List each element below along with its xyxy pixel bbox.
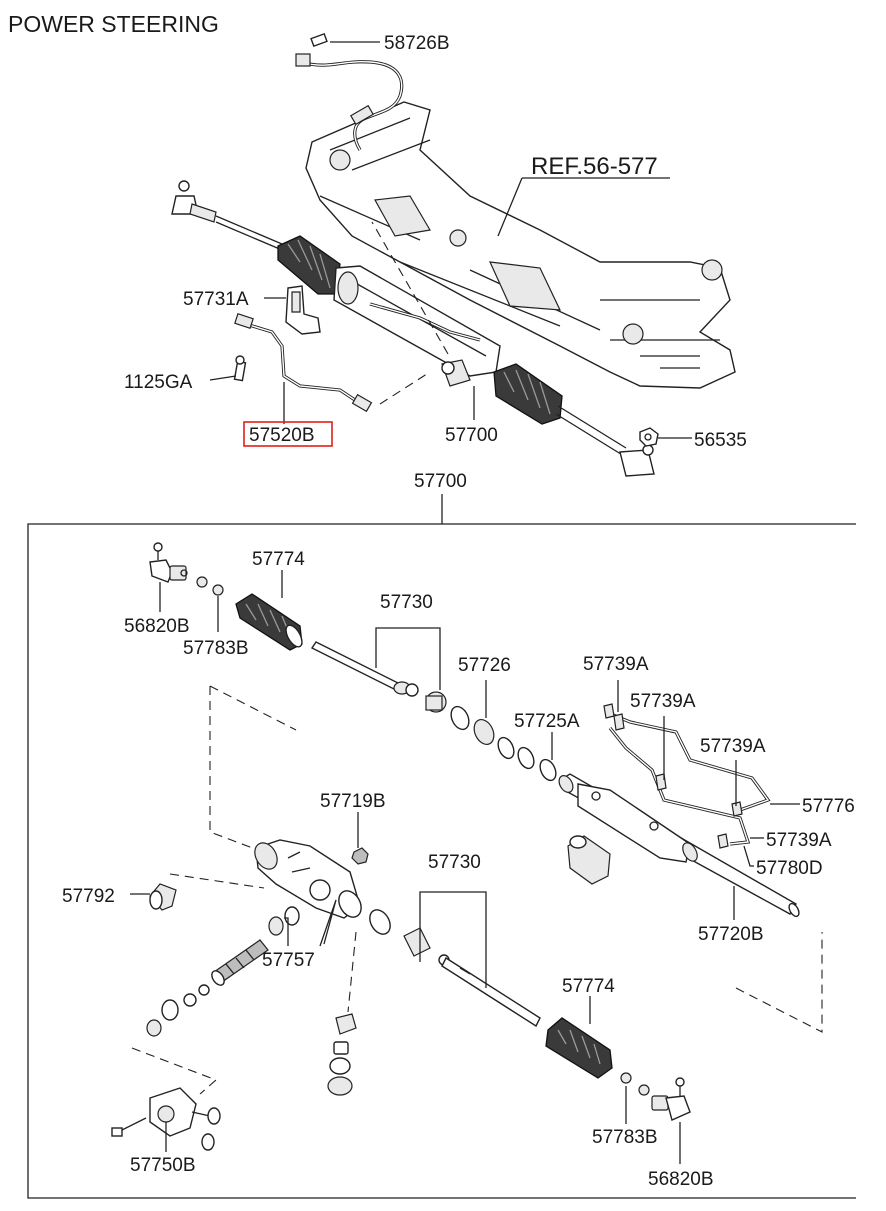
label-57783B-upper: 57783B bbox=[183, 638, 249, 659]
tube-fitting-icon bbox=[234, 313, 254, 329]
gear-boot-left-icon bbox=[277, 235, 341, 295]
assembly-guide-lines bbox=[131, 685, 823, 1095]
exploded-view-frame bbox=[27, 523, 856, 1199]
input-shaft-icon bbox=[211, 939, 269, 986]
label-57719B: 57719B bbox=[320, 791, 386, 812]
label-57750B: 57750B bbox=[130, 1155, 196, 1176]
housing-bushing-icon bbox=[567, 835, 611, 885]
rack-housing-57720B-icon bbox=[558, 773, 800, 918]
bolt-1125GA-icon bbox=[233, 355, 247, 382]
adjuster-plug-icon bbox=[327, 1013, 357, 1096]
label-57780D: 57780D bbox=[756, 858, 823, 879]
label-57731A: 57731A bbox=[183, 289, 249, 310]
nut-57783B-upper-icon bbox=[196, 576, 224, 596]
label-57739A-c: 57739A bbox=[700, 736, 766, 757]
highlight-box-57520B bbox=[243, 421, 333, 447]
nut-56535-icon bbox=[639, 427, 659, 447]
tie-rod-end-left-icon bbox=[178, 180, 190, 192]
label-1125GA: 1125GA bbox=[124, 372, 193, 393]
label-57739A-b: 57739A bbox=[630, 691, 696, 712]
label-57739A-d: 57739A bbox=[766, 830, 832, 851]
snap-ring-icon bbox=[369, 909, 391, 935]
subframe-mount-hole-icon bbox=[701, 259, 723, 281]
subframe-mount-hole-icon bbox=[449, 229, 467, 247]
subframe-mount-hole-icon bbox=[622, 323, 644, 345]
bushing-57730-icon bbox=[425, 691, 447, 713]
label-ref-56-577: REF.56-577 bbox=[531, 153, 658, 180]
bracket-57731A bbox=[285, 285, 321, 335]
bellows-boot-57774-lower-icon bbox=[545, 1017, 613, 1079]
clamp-57792-icon bbox=[149, 883, 177, 911]
label-57774-upper: 57774 bbox=[252, 549, 305, 570]
label-57776: 57776 bbox=[802, 796, 855, 817]
pressure-hose bbox=[295, 32, 404, 151]
seal-57757-icon bbox=[268, 906, 300, 936]
label-57757: 57757 bbox=[262, 950, 315, 971]
tube-fitting-icon bbox=[351, 393, 373, 413]
label-58726B: 58726B bbox=[384, 33, 450, 54]
label-57730-upper: 57730 bbox=[380, 592, 433, 613]
label-57783B-lower: 57783B bbox=[592, 1127, 658, 1148]
label-57726: 57726 bbox=[458, 655, 511, 676]
tie-rod-end-56820B-upper-icon bbox=[149, 542, 188, 583]
cover-57750B-icon bbox=[111, 1087, 221, 1151]
label-56820B-lower: 56820B bbox=[648, 1169, 714, 1190]
label-57700-box: 57700 bbox=[414, 471, 467, 492]
lower-exploded-assembly: 57700 bbox=[27, 471, 856, 1199]
bellows-boot-57774-upper-icon bbox=[235, 593, 303, 651]
nut-57783B-lower-icon bbox=[620, 1072, 650, 1096]
inner-tie-rod-57730-upper-icon bbox=[310, 641, 419, 697]
valve-housing-icon bbox=[254, 839, 362, 919]
label-57700-upper: 57700 bbox=[445, 425, 498, 446]
hose-fitting-icon bbox=[295, 53, 311, 67]
upper-leader-lines bbox=[209, 41, 692, 439]
tie-rod-end-56820B-lower-icon bbox=[651, 1077, 691, 1121]
feed-tubes-57776-57780D-icon bbox=[603, 703, 771, 849]
label-56820B-upper: 56820B bbox=[124, 616, 190, 637]
label-57725A: 57725A bbox=[514, 711, 580, 732]
label-57730-lower: 57730 bbox=[428, 852, 481, 873]
lower-leader-lines bbox=[130, 570, 800, 1164]
label-57739A-a: 57739A bbox=[583, 654, 649, 675]
seal-ring-57726-icon bbox=[450, 705, 515, 760]
o-ring-57725A-icon bbox=[517, 746, 557, 782]
label-57774-lower: 57774 bbox=[562, 976, 615, 997]
bolt-icon bbox=[310, 32, 328, 48]
label-56535: 56535 bbox=[694, 430, 747, 451]
subframe-crossmember bbox=[305, 101, 736, 389]
label-57520B[interactable]: 57520B bbox=[249, 425, 315, 446]
gear-boot-right-icon bbox=[493, 363, 563, 425]
diagram-title: POWER STEERING bbox=[8, 11, 219, 37]
subframe-mount-hole-icon bbox=[329, 149, 351, 171]
tube-57520B bbox=[234, 313, 373, 413]
upper-assembly: 58726B REF.56-577 57731A 1125GA 57520B 5… bbox=[124, 32, 747, 477]
tie-rod-end-right-icon bbox=[619, 449, 655, 477]
inner-tie-rod-57730-lower-icon bbox=[403, 927, 541, 1028]
nut-57719B-icon bbox=[351, 847, 369, 865]
label-57792: 57792 bbox=[62, 886, 115, 907]
steering-gear-assembly bbox=[171, 180, 655, 477]
shaft-seal-rings-icon bbox=[146, 984, 210, 1037]
label-57720B: 57720B bbox=[698, 924, 764, 945]
